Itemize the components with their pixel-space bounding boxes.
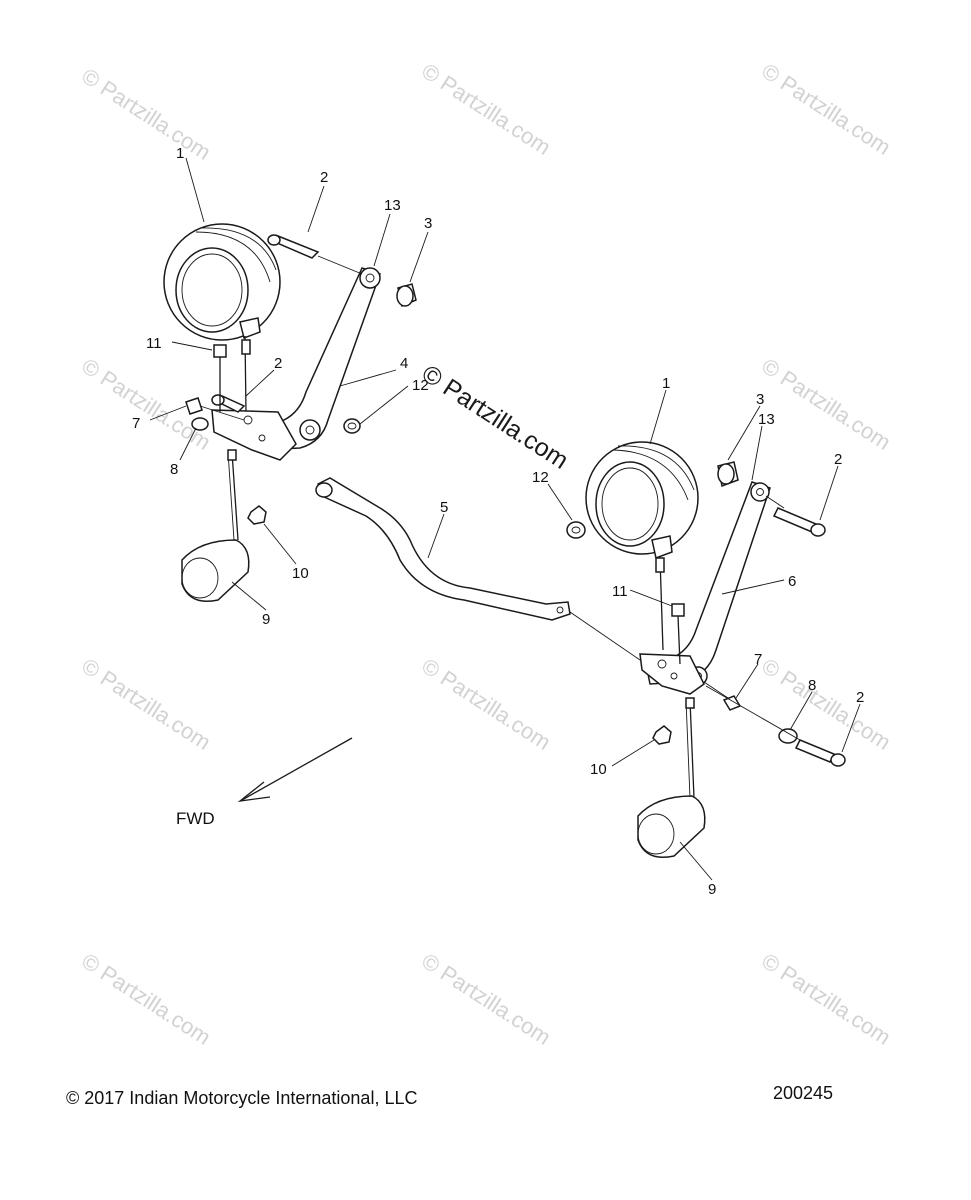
watermark: © Partzilla.com: [757, 58, 895, 160]
watermark: © Partzilla.com: [757, 653, 895, 755]
callout-label: 9: [708, 881, 716, 898]
callout-label: 1: [176, 145, 184, 162]
right-washer-8: [778, 728, 798, 744]
callout-label: 5: [440, 499, 448, 516]
watermark: © Partzilla.com: [77, 63, 215, 165]
watermark: © Partzilla.com: [77, 653, 215, 755]
left-lower-bolt: [211, 394, 246, 413]
left-screw-11: [213, 344, 227, 412]
copyright-notice: © 2017 Indian Motorcycle International, …: [66, 1088, 418, 1108]
leader-lines: [149, 157, 861, 881]
left-top-bolt: [267, 234, 363, 275]
right-bolt-7: [703, 681, 742, 711]
watermark: © Partzilla.com: [757, 353, 895, 455]
left-spacer: [396, 283, 417, 308]
center-watermark: © Partzilla.com: [417, 360, 574, 475]
callout-label: 10: [292, 565, 309, 582]
forward-label: FWD: [176, 809, 215, 828]
callout-label: 7: [754, 651, 762, 668]
left-washer-8: [191, 417, 209, 431]
right-screw-11: [671, 603, 685, 665]
left-bracket: [211, 267, 381, 461]
diagram-number: 200245: [773, 1083, 834, 1103]
left-headlight: [163, 223, 281, 413]
callout-label: 6: [788, 573, 796, 590]
callout-label: 8: [808, 677, 816, 694]
watermark: © Partzilla.com: [757, 948, 895, 1050]
callout-label: 4: [400, 355, 408, 372]
callout-label: 7: [132, 415, 140, 432]
forward-arrow: [237, 737, 353, 802]
callout-label: 1: [662, 375, 670, 392]
callout-label: 13: [384, 197, 401, 214]
right-nut-10: [652, 725, 672, 745]
crossbar: [315, 477, 641, 661]
callout-label: 8: [170, 461, 178, 478]
right-top-bolt: [765, 495, 826, 537]
callout-label: 2: [856, 689, 864, 706]
watermark: © Partzilla.com: [417, 653, 555, 755]
callout-label: 2: [274, 355, 282, 372]
left-grommet-12: [343, 418, 361, 434]
callout-label: 12: [532, 469, 549, 486]
watermark: © Partzilla.com: [417, 58, 555, 160]
callout-label: 12: [412, 377, 429, 394]
callouts: 1 2 13 3 11 2 4 12 7 8 10 9 5 12 1 3 13 …: [132, 145, 864, 898]
left-bolt-7: [185, 397, 245, 421]
watermark: © Partzilla.com: [417, 948, 555, 1050]
callout-label: 10: [590, 761, 607, 778]
callout-label: 2: [834, 451, 842, 468]
callout-label: 11: [146, 335, 162, 352]
callout-label: 11: [612, 583, 628, 600]
right-spacer: [717, 461, 739, 488]
callout-label: 13: [758, 411, 775, 428]
callout-label: 3: [756, 391, 764, 408]
watermark: © Partzilla.com: [77, 948, 215, 1050]
callout-label: 3: [424, 215, 432, 232]
right-lower-bolt: [705, 685, 846, 767]
right-bracket: [639, 481, 771, 695]
right-headlight: [585, 441, 699, 651]
callout-label: 2: [320, 169, 328, 186]
right-grommet-12: [566, 521, 586, 539]
callout-label: 9: [262, 611, 270, 628]
left-turn-signal: [181, 449, 250, 602]
left-nut-10: [247, 505, 267, 525]
right-turn-signal: [637, 697, 706, 858]
